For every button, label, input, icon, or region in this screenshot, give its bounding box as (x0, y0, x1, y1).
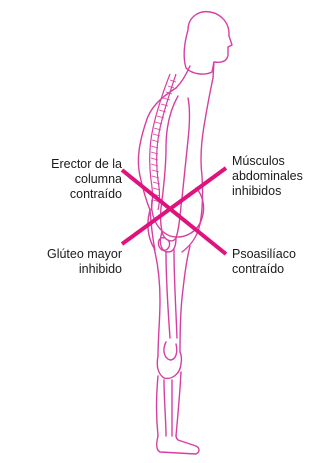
label-musculos-line-3: inhibidos (232, 184, 303, 199)
label-musculos-line-2: abdominales (232, 169, 303, 184)
label-musculos-line-1: Músculos (232, 154, 303, 169)
tibia-outline (164, 380, 172, 436)
foot-outline (157, 436, 199, 454)
label-erector-line-2: columna (51, 172, 122, 187)
cross-line-erector-to-psoas (122, 170, 226, 254)
label-psoas: Psoasilíaco contraído (232, 247, 296, 277)
label-gluteo-line-2: inhibido (47, 262, 122, 277)
label-psoas-line-2: contraído (232, 262, 296, 277)
label-erector: Erector de la columna contraído (51, 157, 122, 202)
label-erector-line-1: Erector de la (51, 157, 122, 172)
neck-outline (176, 62, 214, 88)
head-outline (184, 12, 232, 74)
label-psoas-line-1: Psoasilíaco (232, 247, 296, 262)
body-outline (138, 12, 232, 454)
buttock-outline (148, 210, 160, 356)
muscle-imbalance-cross (122, 168, 226, 254)
kneecap-outline (164, 342, 177, 360)
shin-outline (157, 372, 182, 436)
front-outline (182, 78, 213, 252)
femur-outline (166, 250, 177, 338)
label-erector-line-3: contraído (51, 187, 122, 202)
label-gluteo: Glúteo mayor inhibido (47, 247, 122, 277)
thigh-outline (180, 246, 190, 352)
knee-outline (157, 352, 181, 378)
label-musculos: Músculos abdominales inhibidos (232, 154, 303, 199)
label-gluteo-line-1: Glúteo mayor (47, 247, 122, 262)
cross-line-gluteo-to-abdominales (122, 168, 226, 244)
